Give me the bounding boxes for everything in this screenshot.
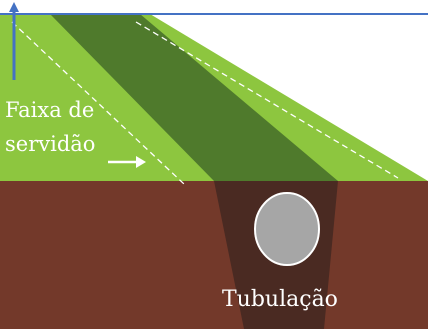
pipe-cross-section (254, 192, 320, 266)
right-arrow-icon (108, 156, 146, 168)
right-dashed-boundary (135, 21, 399, 179)
strip-label-line1: Faixa de (5, 98, 95, 122)
strip-label-line2: servidão (5, 132, 96, 156)
top-border (0, 0, 428, 14)
pipe-label: Tubulação (222, 287, 338, 312)
vertical-arrow-icon (9, 2, 19, 80)
soil-layer (0, 181, 428, 329)
servitude-band (50, 14, 338, 181)
